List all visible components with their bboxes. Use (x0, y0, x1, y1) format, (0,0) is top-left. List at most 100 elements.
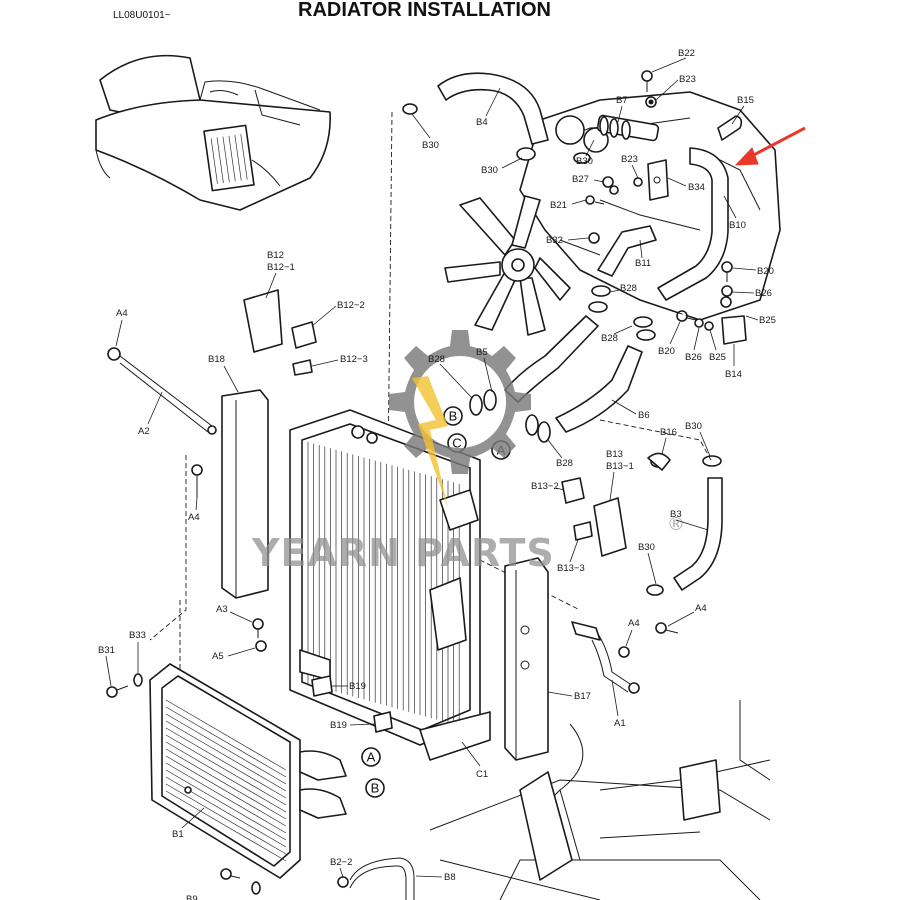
label-b12-1: B12−1 (267, 262, 295, 273)
label-b30-c: B30 (481, 165, 498, 176)
radiator-core-c1 (289, 409, 491, 761)
label-b21: B21 (550, 200, 567, 211)
support-post-b18 (221, 389, 269, 599)
lightning-bolt-icon (412, 376, 448, 508)
label-b30-b: B30 (576, 156, 593, 167)
radiator-b1-fin (165, 762, 287, 834)
label-b1: B1 (172, 829, 184, 840)
label-b11: B11 (635, 258, 651, 269)
pipe-fitting-b7 (596, 114, 660, 142)
label-b12-2: B12−2 (337, 300, 365, 311)
stay-rod-a1 (571, 621, 679, 694)
label-b13-2: B13−2 (531, 481, 559, 492)
label-b17: B17 (574, 691, 591, 702)
bolt-b9 (220, 868, 261, 895)
label-b30-d: B30 (685, 421, 702, 432)
drain-hose-b8 (337, 857, 415, 900)
svg-text:B: B (449, 409, 458, 424)
label-b28-b: B28 (601, 333, 618, 344)
radiator-b1-fin (165, 769, 287, 841)
label-b28-c: B28 (428, 354, 445, 365)
hose-b10 (657, 147, 729, 301)
pad-b13-2 (561, 477, 585, 504)
yearn-parts-watermark: YEARN PARTS ® (251, 330, 685, 575)
radiator-b1-fin (165, 755, 287, 827)
support-post-b17 (504, 557, 549, 761)
bolt-a4-left (191, 464, 203, 498)
label-b25-bottom: B25 (709, 352, 726, 363)
pad-b13-3 (573, 521, 593, 541)
part-labels: B22 B23 B15 B7 B4 B30 B30 B30 B23 B34 B2… (98, 48, 776, 900)
hose-b6 (555, 345, 643, 433)
bolt-b31 (106, 685, 129, 698)
label-b34: B34 (688, 182, 705, 193)
bracket-b34 (647, 159, 669, 201)
label-b26-bottom: B26 (685, 352, 702, 363)
label-b23-top: B23 (679, 74, 696, 85)
label-b30-e: B30 (638, 542, 655, 553)
label-b2-2: B2−2 (330, 857, 352, 868)
label-a4-left: A4 (188, 512, 200, 523)
label-b18: B18 (208, 354, 225, 365)
label-b14: B14 (725, 369, 742, 380)
annotation-arrow (734, 126, 806, 166)
label-b23-mid: B23 (621, 154, 638, 165)
label-b22: B22 (678, 48, 695, 59)
label-b12-3: B12−3 (340, 354, 368, 365)
label-b32: B32 (546, 235, 563, 246)
radiator-b1-fin (165, 748, 287, 820)
radiator-b1-fin (165, 741, 287, 813)
label-b27: B27 (572, 174, 589, 185)
label-b33: B33 (129, 630, 146, 641)
radiator-b1-fin (165, 706, 287, 778)
label-a4-right: A4 (695, 603, 707, 614)
label-b3: B3 (670, 509, 682, 520)
label-b31: B31 (98, 645, 115, 656)
watermark-registered: ® (667, 514, 685, 535)
stay-rod-a2 (107, 347, 217, 435)
label-b9: B9 (186, 894, 198, 900)
pad-b19-upper (311, 675, 333, 697)
callout-b-lower: B (365, 778, 385, 798)
label-b25-right: B25 (759, 315, 776, 326)
label-a4-top: A4 (116, 308, 128, 319)
label-b19-b: B19 (330, 720, 347, 731)
hose-b3 (673, 477, 723, 591)
clip-b16 (647, 452, 671, 471)
machine-frame (429, 700, 771, 900)
drawing-code: LL08U0101~ (113, 10, 171, 21)
label-b5: B5 (476, 347, 488, 358)
bracket-b13 (593, 497, 627, 557)
label-b26-right: B26 (755, 288, 772, 299)
hose-b5 (504, 315, 599, 403)
label-b30-a: B30 (422, 140, 439, 151)
bracket-b14 (721, 315, 747, 345)
label-c1: C1 (476, 769, 488, 780)
label-b13-3: B13−3 (557, 563, 585, 574)
radiator-b1-fin (165, 734, 287, 806)
label-b15: B15 (737, 95, 754, 106)
callout-a-lower: A (361, 747, 381, 767)
watermark-text: YEARN PARTS (251, 531, 555, 575)
radiator-b1-fin (165, 720, 287, 792)
label-b8: B8 (444, 872, 456, 883)
label-b7: B7 (616, 95, 628, 106)
label-b12: B12 (267, 250, 284, 261)
svg-text:B: B (371, 781, 380, 796)
label-b13-1: B13−1 (606, 461, 634, 472)
diagram-title: RADIATOR INSTALLATION (298, 0, 551, 21)
hose-b11 (597, 225, 657, 277)
bracket-b15 (717, 115, 743, 141)
radiator-b1-fin (165, 727, 287, 799)
upper-hose-b4 (437, 72, 549, 145)
label-a5: A5 (212, 651, 224, 662)
label-b20-bottom: B20 (658, 346, 675, 357)
label-b28-d: B28 (556, 458, 573, 469)
radiator-b1 (149, 663, 347, 879)
washer-b33 (133, 673, 143, 687)
svg-text:A: A (367, 750, 376, 765)
pad-b12-2 (291, 321, 317, 349)
radiator-b1-fin (165, 713, 287, 785)
